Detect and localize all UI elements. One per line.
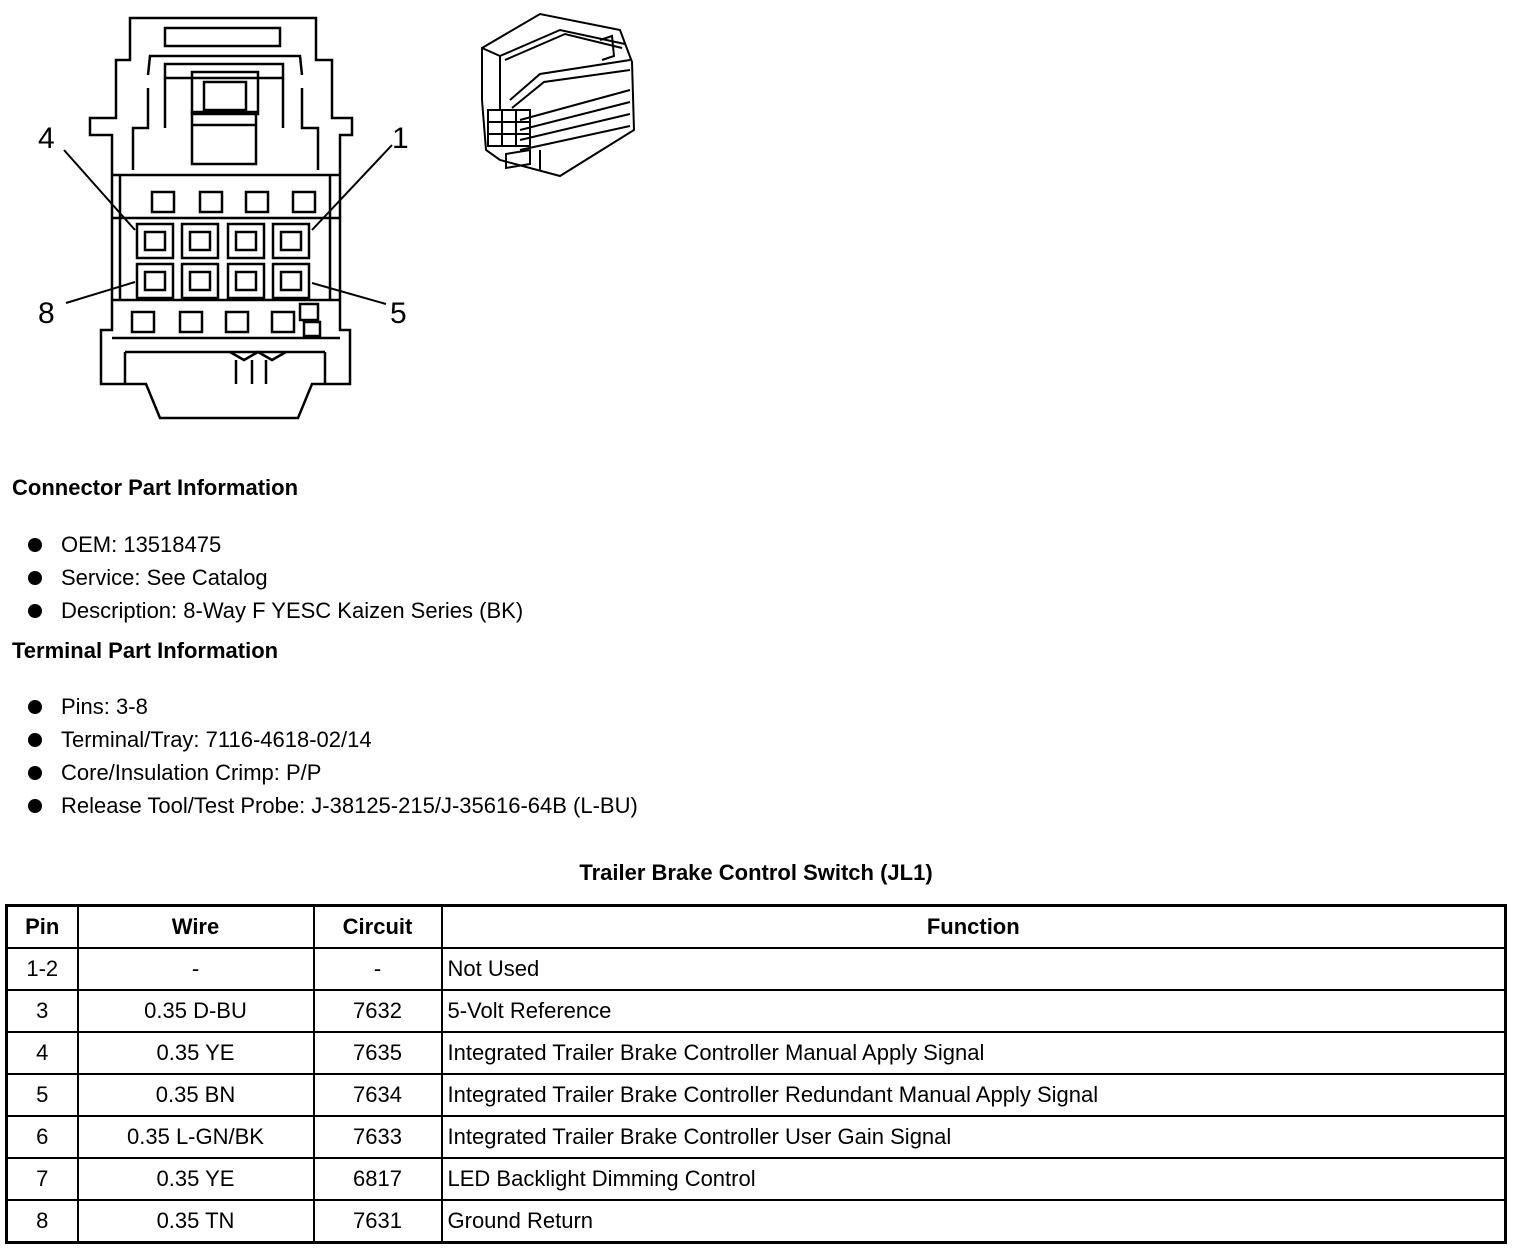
bullet-icon <box>28 732 42 747</box>
pin-cell: 4 <box>5 1031 79 1075</box>
list-item: Release Tool/Test Probe: J-38125-215/J-3… <box>28 789 638 822</box>
list-item: Service: See Catalog <box>28 561 523 594</box>
list-item: Core/Insulation Crimp: P/P <box>28 756 638 789</box>
wire-cell: 0.35 D-BU <box>76 989 315 1033</box>
table-row: 7 0.35 YE 6817 LED Backlight Dimming Con… <box>5 1157 1507 1201</box>
table-row: 6 0.35 L-GN/BK 7633 Integrated Trailer B… <box>5 1115 1507 1159</box>
wire-cell: 0.35 YE <box>76 1157 315 1201</box>
column-header-wire: Wire <box>76 904 315 949</box>
connector-diagram: 4 1 8 5 <box>38 12 636 420</box>
wire-cell: 0.35 L-GN/BK <box>76 1115 315 1159</box>
callout-pin-8: 8 <box>38 297 55 330</box>
table-row: 8 0.35 TN 7631 Ground Return <box>5 1199 1507 1244</box>
column-header-circuit: Circuit <box>312 904 443 949</box>
table-row: 4 0.35 YE 7635 Integrated Trailer Brake … <box>5 1031 1507 1075</box>
pin-cell: 8 <box>5 1199 79 1244</box>
pin-cell: 1-2 <box>5 947 79 991</box>
bullet-icon <box>28 699 42 714</box>
bullet-icon <box>28 798 42 813</box>
list-item: Pins: 3-8 <box>28 690 638 723</box>
terminal-info-heading: Terminal Part Information <box>12 638 279 663</box>
wire-cell: 0.35 YE <box>76 1031 315 1075</box>
table-row: 5 0.35 BN 7634 Integrated Trailer Brake … <box>5 1073 1507 1117</box>
function-cell: Not Used <box>440 947 1507 991</box>
circuit-cell: 6817 <box>312 1157 443 1201</box>
circuit-cell: 7631 <box>312 1199 443 1244</box>
callout-pin-5: 5 <box>390 297 407 330</box>
bullet-icon <box>28 603 42 618</box>
pin-cell: 3 <box>5 989 79 1033</box>
circuit-cell: - <box>312 947 443 991</box>
bullet-icon <box>28 537 42 552</box>
function-cell: Integrated Trailer Brake Controller Manu… <box>440 1031 1507 1075</box>
table-row: 1-2 - - Not Used <box>5 947 1507 991</box>
list-item: OEM: 13518475 <box>28 528 523 561</box>
connector-info-list: OEM: 13518475 Service: See Catalog Descr… <box>28 528 523 627</box>
circuit-cell: 7635 <box>312 1031 443 1075</box>
column-header-pin: Pin <box>5 904 79 949</box>
function-cell: Integrated Trailer Brake Controller User… <box>440 1115 1507 1159</box>
bullet-icon <box>28 570 42 585</box>
function-cell: Integrated Trailer Brake Controller Redu… <box>440 1073 1507 1117</box>
list-item: Terminal/Tray: 7116-4618-02/14 <box>28 723 638 756</box>
circuit-cell: 7633 <box>312 1115 443 1159</box>
wire-cell: 0.35 BN <box>76 1073 315 1117</box>
connector-isometric-view <box>481 12 636 178</box>
function-cell: Ground Return <box>440 1199 1507 1244</box>
table-row: 3 0.35 D-BU 7632 5-Volt Reference <box>5 989 1507 1033</box>
callout-pin-1: 1 <box>392 122 409 155</box>
circuit-cell: 7632 <box>312 989 443 1033</box>
pinout-table: Pin Wire Circuit Function 1-2 - - Not Us… <box>5 904 1507 1244</box>
connector-info-heading: Connector Part Information <box>12 475 299 500</box>
list-item: Description: 8-Way F YESC Kaizen Series … <box>28 594 523 627</box>
circuit-cell: 7634 <box>312 1073 443 1117</box>
table-title: Trailer Brake Control Switch (JL1) <box>579 860 933 885</box>
function-cell: LED Backlight Dimming Control <box>440 1157 1507 1201</box>
pin-cell: 5 <box>5 1073 79 1117</box>
table-header-row: Pin Wire Circuit Function <box>5 904 1507 949</box>
wire-cell: 0.35 TN <box>76 1199 315 1244</box>
connector-face-view <box>88 16 354 420</box>
column-header-function: Function <box>440 904 1507 949</box>
function-cell: 5-Volt Reference <box>440 989 1507 1033</box>
pin-cell: 6 <box>5 1115 79 1159</box>
callout-pin-4: 4 <box>38 122 55 155</box>
callout-leaders <box>63 144 393 305</box>
pin-cell: 7 <box>5 1157 79 1201</box>
terminal-info-list: Pins: 3-8 Terminal/Tray: 7116-4618-02/14… <box>28 690 638 822</box>
bullet-icon <box>28 765 42 780</box>
wire-cell: - <box>76 947 315 991</box>
